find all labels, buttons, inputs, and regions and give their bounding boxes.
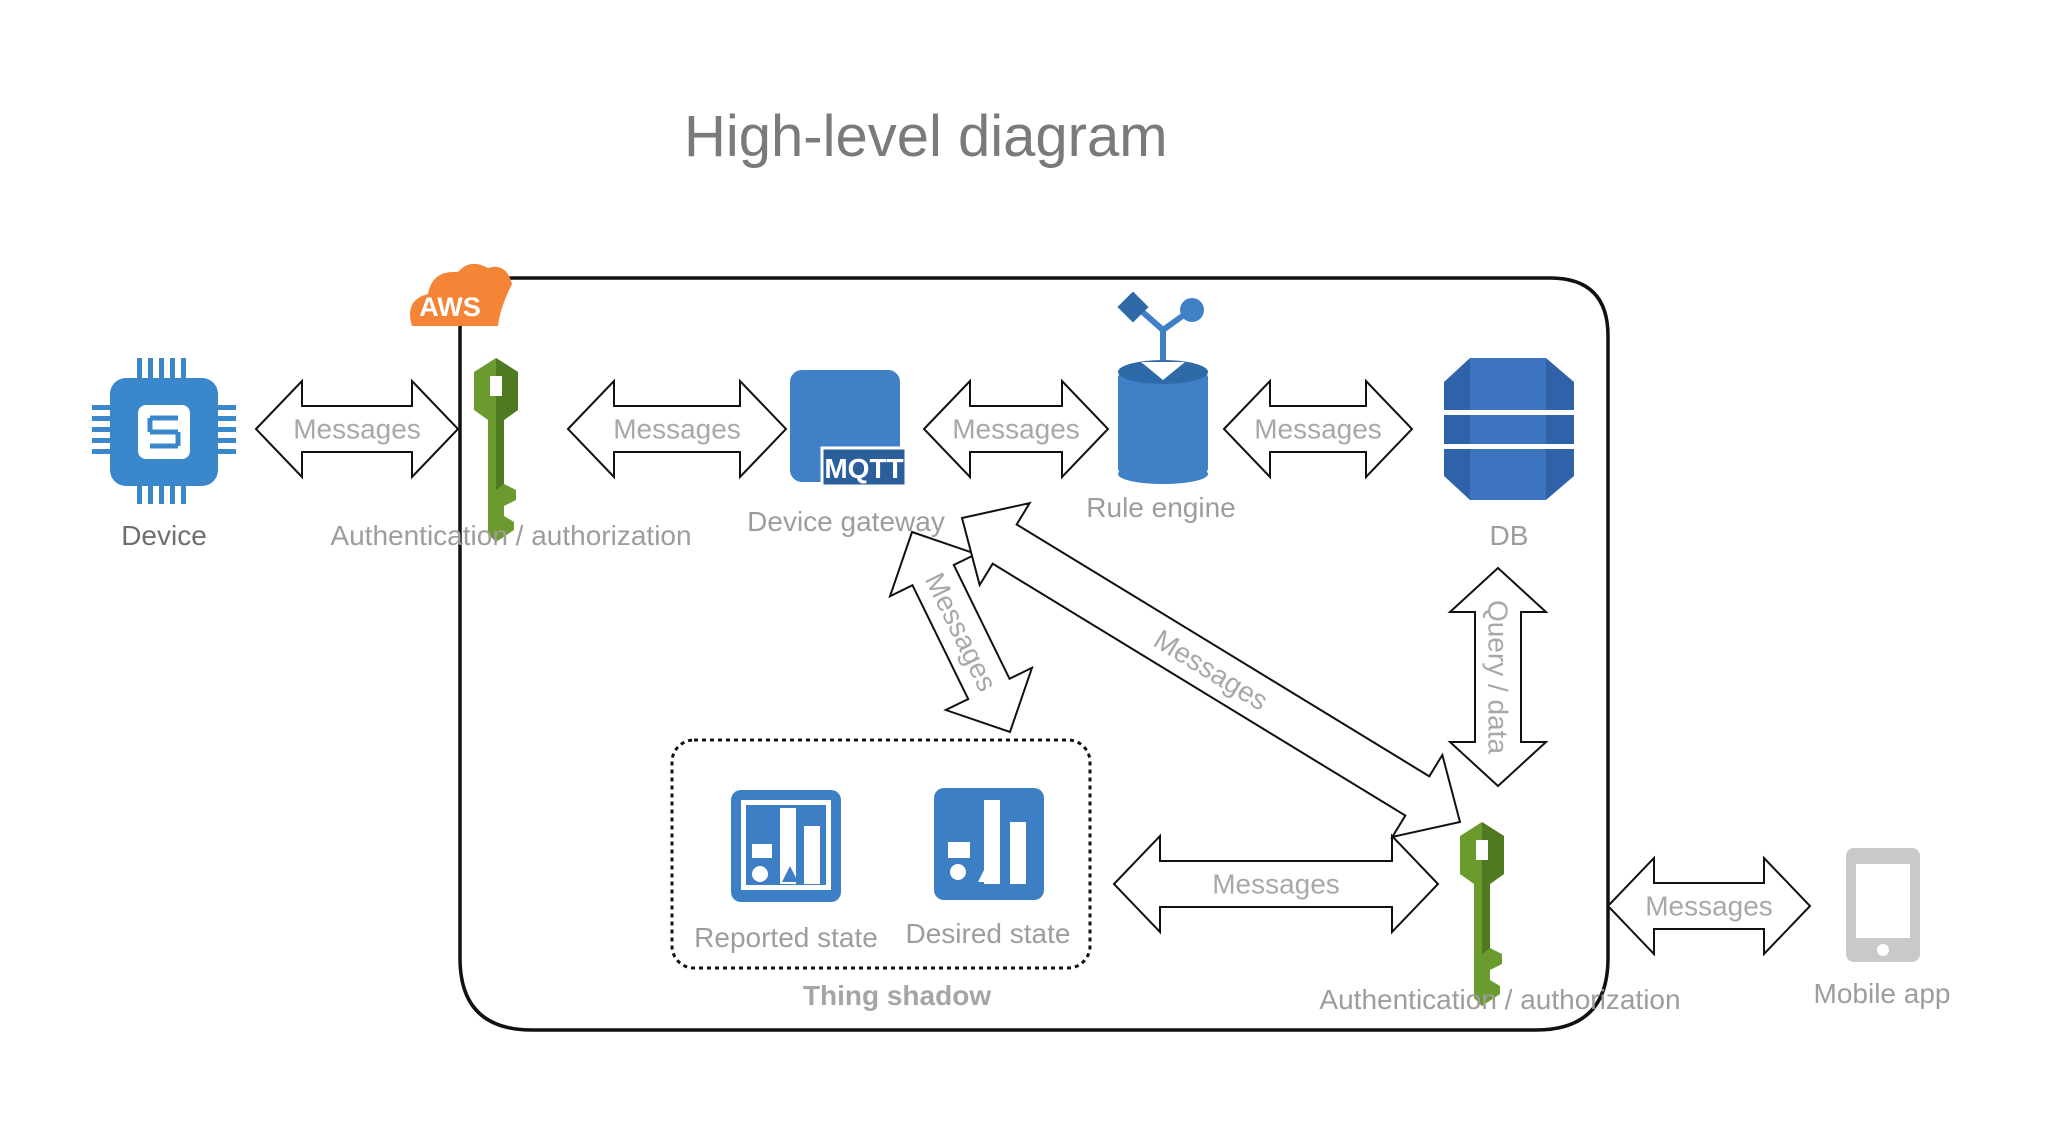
page-title: High-level diagram [684, 104, 1168, 169]
arrow-shape [1447, 566, 1549, 788]
arrow-label: Messages [1212, 869, 1340, 900]
reported-state-icon [731, 790, 841, 902]
arrow-auth2-mobile: Messages [1606, 855, 1812, 957]
device-label: Device [121, 520, 207, 551]
arrow-shape [888, 530, 1034, 734]
db-icon [1444, 358, 1574, 500]
arrow-shadow-auth2: Messages [1112, 833, 1440, 935]
auth-left-key-icon [474, 358, 518, 542]
desired-state-icon [934, 788, 1044, 900]
desired-state-label: Desired state [905, 918, 1071, 949]
db-label: DB [1489, 520, 1529, 551]
arrow-db-auth2: Query / data [1447, 566, 1549, 788]
arrow-auth-gateway: Messages [566, 378, 788, 480]
arrow-gateway-rule: Messages [922, 378, 1110, 480]
arrow-shape [1112, 833, 1440, 935]
arrow-label: Messages [1645, 891, 1773, 922]
reported-state-label: Reported state [694, 922, 878, 953]
rule-engine-icon [1117, 291, 1208, 484]
arrow-shape [922, 378, 1110, 480]
arrow-label: Messages [952, 414, 1080, 445]
aws-cloud-icon: AWS [410, 263, 512, 326]
arrow-shape [960, 501, 1462, 839]
gateway-label: Device gateway [747, 506, 945, 537]
arrow-label: Messages [613, 414, 741, 445]
arrow-label: Messages [293, 414, 421, 445]
arrow-shape [1222, 378, 1414, 480]
auth-right-key-icon [1460, 822, 1504, 1006]
mobile-app-icon [1846, 848, 1920, 962]
rule-engine-label: Rule engine [1086, 492, 1236, 523]
arrow-shape [1606, 855, 1812, 957]
device-gateway-icon: MQTT [790, 370, 908, 488]
arrow-label: Messages [1254, 414, 1382, 445]
device-chip-icon [92, 358, 236, 504]
auth-right-label: Authentication / authorization [1319, 984, 1681, 1015]
arrow-label: Query / data [1483, 600, 1514, 755]
arrow-shape [566, 378, 788, 480]
mobile-app-label: Mobile app [1813, 978, 1951, 1009]
auth-left-label: Authentication / authorization [330, 520, 692, 551]
aws-badge-label: AWS [419, 292, 481, 322]
mqtt-badge-label: MQTT [824, 453, 903, 484]
thing-shadow-boundary [670, 738, 1092, 970]
thing-shadow-label: Thing shadow [802, 980, 992, 1011]
arrow-device-auth: Messages [254, 378, 460, 480]
arrow-rule-db: Messages [1222, 378, 1414, 480]
arrow-shape [254, 378, 460, 480]
